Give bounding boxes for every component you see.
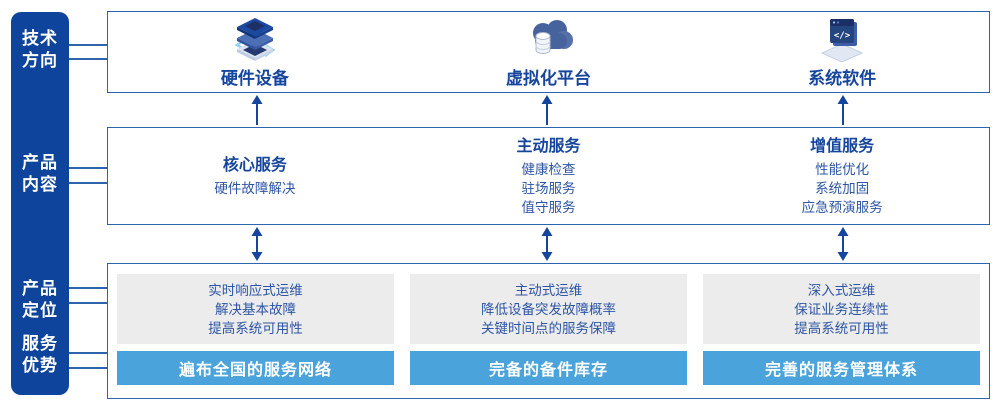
up-arrow-icon xyxy=(251,95,263,125)
advantage-bar: 遍布全国的服务网络 xyxy=(117,351,394,385)
connector-line xyxy=(66,287,108,289)
positioning-col-realtime: 实时响应式运维 解决基本故障 提高系统可用性 遍布全国的服务网络 xyxy=(117,274,394,385)
sidebar-label-line: 定位 xyxy=(22,301,58,320)
positioning-line: 深入式运维 xyxy=(807,282,876,298)
advantage-bar: 完善的服务管理体系 xyxy=(703,351,980,385)
service-heading: 增值服务 xyxy=(810,137,875,155)
tech-direction-box: 硬件设备 虚拟化平台 </> xyxy=(107,11,990,93)
sidebar-label-product-content: 产品 内容 xyxy=(11,152,69,196)
service-item: 性能优化 xyxy=(815,161,870,177)
positioning-line: 解决基本故障 xyxy=(215,301,296,317)
up-arrow-icon xyxy=(541,95,553,125)
double-arrow-icon xyxy=(541,227,553,261)
sidebar-label-tech-direction: 技术 方向 xyxy=(11,28,69,72)
tech-label: 虚拟化平台 xyxy=(506,68,591,88)
service-col-proactive: 主动服务 健康检查 驻场服务 值守服务 xyxy=(402,128,696,224)
service-item: 应急预演服务 xyxy=(801,199,883,215)
connector-line xyxy=(66,44,108,46)
sidebar-label-line: 产品 xyxy=(22,279,58,298)
up-arrow-icon xyxy=(837,95,849,125)
positioning-box: 实时响应式运维 解决基本故障 提高系统可用性 遍布全国的服务网络 主动式运维 降… xyxy=(107,263,990,399)
service-heading: 主动服务 xyxy=(516,137,581,155)
svg-text:</>: </> xyxy=(834,31,851,41)
tech-label: 系统软件 xyxy=(808,68,877,88)
server-stack-icon xyxy=(234,17,276,61)
positioning-line: 提高系统可用性 xyxy=(794,320,889,336)
positioning-panel: 深入式运维 保证业务连续性 提高系统可用性 xyxy=(703,274,980,344)
tech-col-hardware: 硬件设备 xyxy=(108,12,402,92)
double-arrow-icon xyxy=(837,227,849,261)
positioning-line: 关键时间点的服务保障 xyxy=(481,320,616,336)
service-col-core: 核心服务 硬件故障解决 xyxy=(108,128,402,224)
positioning-col-deep: 深入式运维 保证业务连续性 提高系统可用性 完善的服务管理体系 xyxy=(703,274,980,385)
connector-line xyxy=(66,367,108,369)
positioning-line: 主动式运维 xyxy=(514,282,583,298)
positioning-line: 降低设备突发故障概率 xyxy=(481,301,616,317)
sidebar-label-line: 方向 xyxy=(22,51,58,70)
sidebar-label-product-positioning: 产品 定位 xyxy=(11,278,69,322)
positioning-panel: 实时响应式运维 解决基本故障 提高系统可用性 xyxy=(117,274,394,344)
tech-col-virtualization: 虚拟化平台 xyxy=(402,12,696,92)
positioning-panel: 主动式运维 降低设备突发故障概率 关键时间点的服务保障 xyxy=(410,274,687,344)
service-col-value-added: 增值服务 性能优化 系统加固 应急预演服务 xyxy=(695,128,989,224)
double-arrow-icon xyxy=(251,227,263,261)
sidebar-label-line: 产品 xyxy=(22,153,58,172)
connector-line xyxy=(66,167,108,169)
service-item: 健康检查 xyxy=(521,161,576,177)
software-window-icon: </> xyxy=(820,18,864,62)
service-box: 核心服务 硬件故障解决 主动服务 健康检查 驻场服务 值守服务 增值服务 性能优… xyxy=(107,127,990,225)
cloud-database-icon xyxy=(532,19,573,54)
sidebar: 技术 方向 产品 内容 产品 定位 服务 优势 xyxy=(11,12,69,395)
connector-line xyxy=(66,352,108,354)
advantage-bar: 完备的备件库存 xyxy=(410,351,687,385)
sidebar-label-service-advantage: 服务 优势 xyxy=(11,333,69,377)
connector-line xyxy=(66,182,108,184)
connector-line xyxy=(66,302,108,304)
service-heading: 核心服务 xyxy=(222,156,287,174)
positioning-line: 保证业务连续性 xyxy=(794,301,889,317)
connector-line xyxy=(66,58,108,60)
service-item: 驻场服务 xyxy=(521,180,576,196)
service-item: 值守服务 xyxy=(521,199,576,215)
sidebar-label-line: 内容 xyxy=(22,175,58,194)
tech-col-system-software: </> 系统软件 xyxy=(695,12,989,92)
tech-label: 硬件设备 xyxy=(220,68,289,88)
service-item: 硬件故障解决 xyxy=(214,180,296,196)
positioning-line: 提高系统可用性 xyxy=(208,320,303,336)
sidebar-label-line: 技术 xyxy=(22,29,58,48)
positioning-line: 实时响应式运维 xyxy=(208,282,303,298)
service-item: 系统加固 xyxy=(815,180,870,196)
sidebar-label-line: 服务 xyxy=(22,334,58,353)
sidebar-label-line: 优势 xyxy=(22,356,58,375)
positioning-col-proactive: 主动式运维 降低设备突发故障概率 关键时间点的服务保障 完备的备件库存 xyxy=(410,274,687,385)
